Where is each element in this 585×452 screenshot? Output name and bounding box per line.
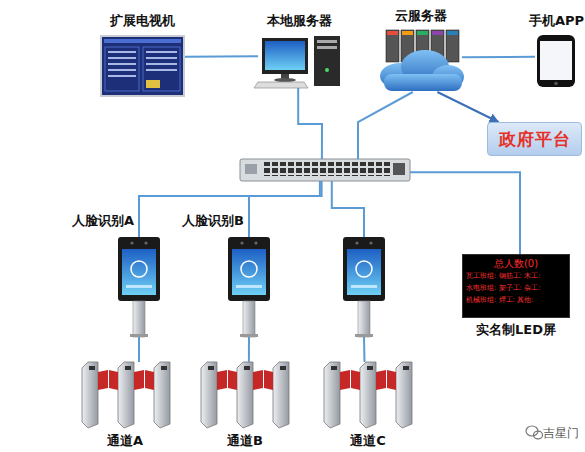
- tv-line: [108, 63, 136, 65]
- node-label: 本地服务器: [267, 12, 332, 30]
- node-label: 水电班组: 架子工: 杂工:: [466, 282, 566, 294]
- rack-top: [417, 31, 428, 35]
- rack-top: [387, 31, 398, 35]
- tv-line: [108, 69, 136, 71]
- node-label: 云服务器: [395, 7, 447, 25]
- watermark-text: 吉星门: [543, 425, 579, 442]
- led-screen: 总人数(0)瓦工班组: 钢筋工: 木工:水电班组: 架子工: 杂工:机械班组: …: [462, 254, 570, 318]
- rack: [446, 30, 459, 62]
- connector-line: [462, 56, 535, 59]
- cloud-illustration: [380, 30, 464, 91]
- connector-line: [437, 92, 498, 122]
- connector-line: [139, 181, 320, 237]
- phone-body: [537, 35, 575, 87]
- node-label: 总人数(0): [466, 257, 566, 270]
- tv-tile: [146, 80, 160, 88]
- tv-node: 扩展电视机: [100, 35, 185, 97]
- node-label: 通道C: [350, 432, 386, 450]
- switch-illustration: [240, 159, 410, 181]
- node-label: 实名制LED屏: [476, 321, 556, 339]
- connector-line: [249, 181, 322, 237]
- switch-logo: [245, 164, 257, 174]
- face-terminal: 人脸识别A: [118, 237, 160, 337]
- node-label: 机械班组: 焊工: 其他:: [466, 294, 566, 306]
- rack-top: [447, 31, 458, 35]
- rack: [386, 30, 399, 62]
- phone-screen: [540, 41, 572, 80]
- tv-frame: [100, 35, 185, 97]
- node-label: 瓦工班组: 钢筋工: 木工:: [466, 270, 566, 282]
- server-node: 本地服务器: [258, 35, 340, 88]
- tv-line: [146, 57, 177, 59]
- tv-line: [108, 51, 136, 53]
- connector-line: [363, 337, 366, 362]
- connector-line: [185, 55, 258, 58]
- node-label: 通道B: [227, 432, 263, 450]
- connector-line: [358, 92, 413, 159]
- drive-slot: [317, 40, 337, 43]
- switch-uplink: [393, 163, 405, 175]
- tv-line: [146, 63, 177, 65]
- tv-line: [146, 51, 177, 53]
- pc-illustration: [254, 36, 340, 88]
- tv-line: [108, 57, 136, 59]
- tv-screen: [102, 37, 183, 95]
- turnstile: [82, 362, 170, 428]
- node-label: 扩展电视机: [110, 12, 175, 30]
- face-terminal: [343, 237, 385, 337]
- switch-ports: [262, 162, 390, 176]
- channel-node: 通道A: [82, 362, 168, 428]
- connector-line: [332, 181, 364, 237]
- keyboard: [254, 82, 308, 88]
- monitor: [262, 38, 308, 74]
- face-terminal: 人脸识别B: [228, 237, 270, 337]
- monitor-base: [274, 78, 296, 82]
- node-label: 政府平台: [499, 128, 571, 151]
- tower: [314, 36, 340, 86]
- face-device: [343, 237, 385, 337]
- drive-slot: [317, 46, 337, 49]
- connector-line: [138, 337, 140, 362]
- monitor-screen: [265, 41, 305, 70]
- channel-node: 通道B: [201, 362, 289, 428]
- connector-line: [410, 172, 520, 254]
- wechat-icon: [526, 426, 543, 439]
- channel-node: 通道C: [324, 362, 412, 428]
- phone-node: 手机APP: [535, 35, 578, 87]
- phone-button: [554, 82, 558, 86]
- tv-panel: [105, 47, 139, 91]
- face-device: [228, 237, 270, 337]
- switch-body: [240, 159, 410, 181]
- tv-line: [146, 69, 177, 71]
- face-device: [118, 237, 160, 337]
- platform-box: 政府平台: [487, 122, 582, 156]
- turnstile: [324, 362, 412, 428]
- phone-illustration: [537, 35, 575, 87]
- connector-line: [298, 88, 322, 159]
- rack-top: [402, 31, 413, 35]
- power-led: [325, 68, 329, 72]
- cloud-node: 云服务器: [380, 30, 462, 92]
- tv-illustration: [100, 35, 185, 97]
- connector-line: [248, 337, 250, 362]
- node-label: 人脸识别B: [182, 212, 244, 230]
- node-label: 通道A: [107, 432, 143, 450]
- cloud-shape: [380, 50, 464, 91]
- tv-bar: [104, 39, 181, 43]
- switch-node: [240, 159, 410, 181]
- turnstile: [201, 362, 289, 428]
- rack-top: [432, 31, 443, 35]
- tv-line: [108, 75, 136, 77]
- node-label: 手机APP: [529, 12, 584, 30]
- node-label: 人脸识别A: [72, 212, 134, 230]
- tv-panel: [143, 47, 180, 91]
